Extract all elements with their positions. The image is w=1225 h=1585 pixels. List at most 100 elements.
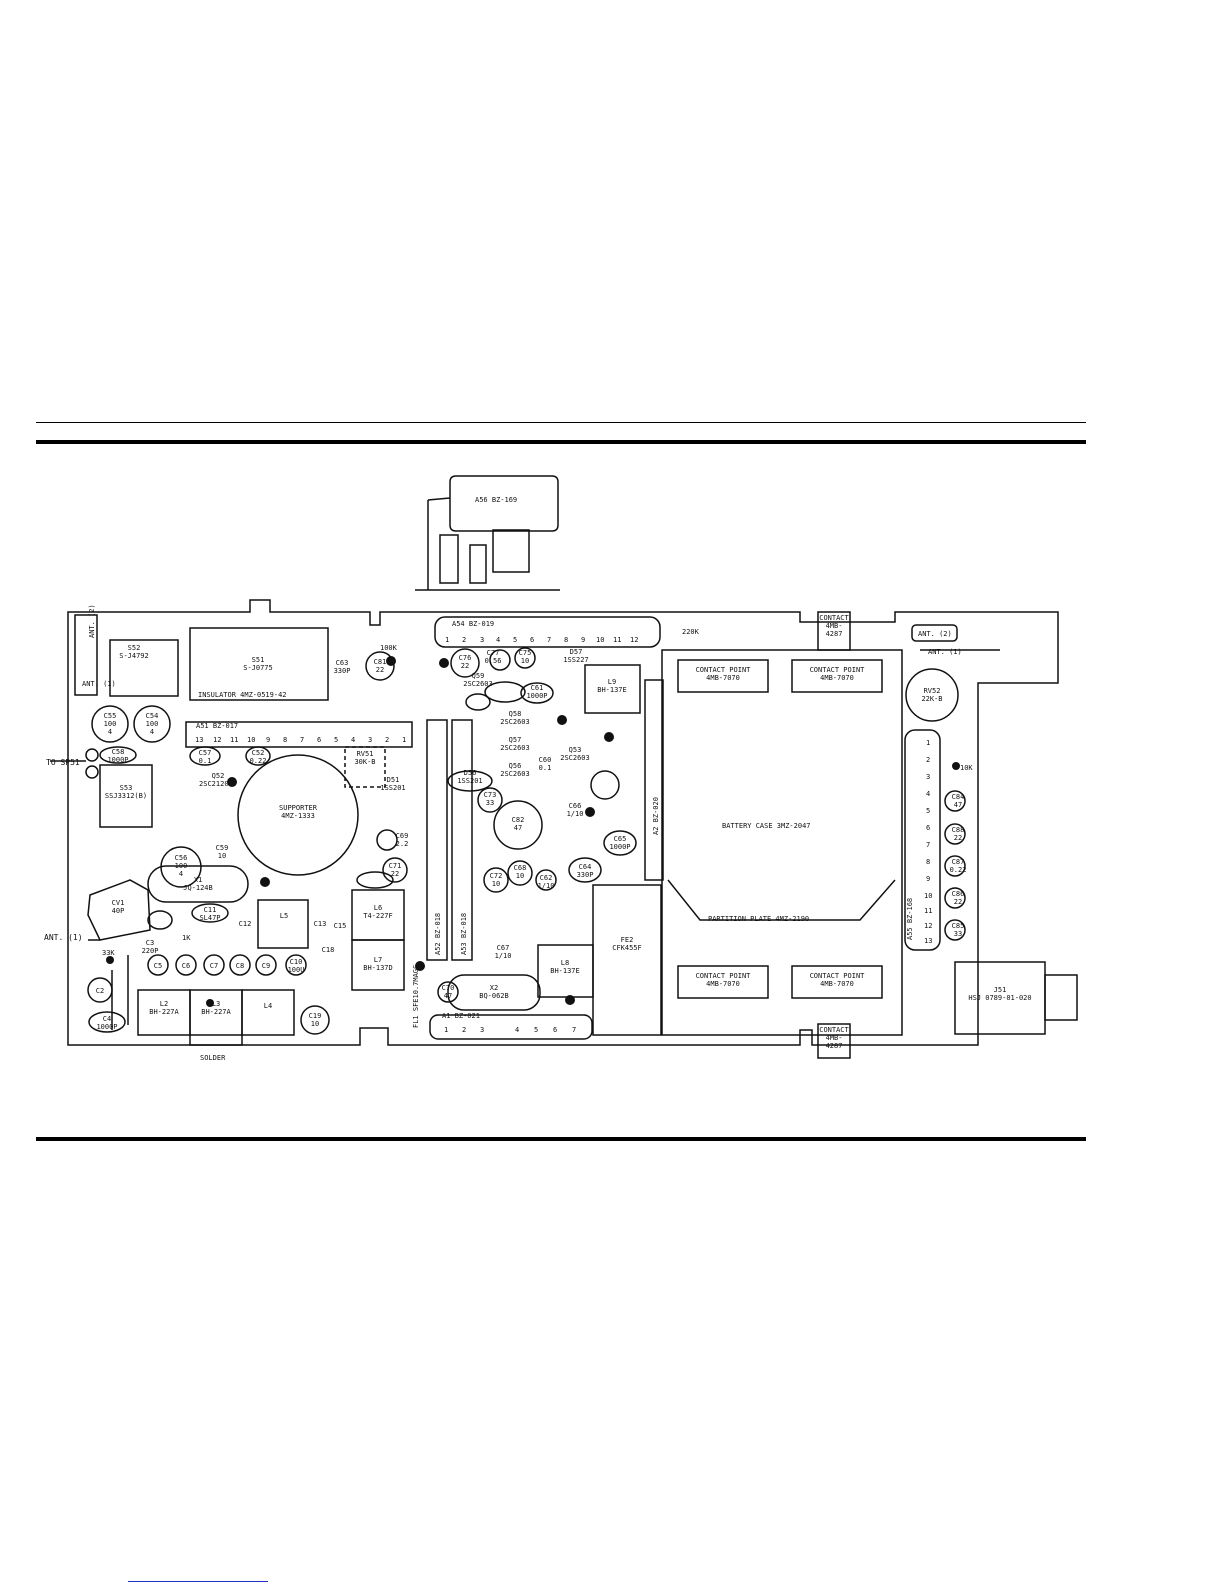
label-line: 1000P	[526, 692, 547, 700]
a54-pin-8: 8	[564, 636, 568, 644]
label-line: L4	[264, 1002, 272, 1010]
label-line: CONTACT POINT	[696, 666, 752, 674]
label-line: Q53	[569, 746, 582, 754]
label-line: C8	[236, 962, 244, 970]
label-line: 0.22	[250, 757, 267, 765]
a53-label: A53 BZ-018	[460, 913, 468, 955]
label-line: T4-227F	[363, 912, 393, 920]
a55-pin-3: 3	[926, 773, 930, 781]
ant1-left-bottom-label: ANT. (1)	[44, 933, 83, 942]
l5-label: L5	[280, 912, 288, 920]
a1-pin-3: 3	[480, 1026, 484, 1034]
label-line: 220P	[142, 947, 159, 955]
label-line: C65	[614, 835, 627, 843]
label-line: C61	[531, 684, 544, 692]
label-line: 2SC2603	[500, 718, 530, 726]
fl1-label: FL1 SFE10.7MAGC	[412, 965, 420, 1028]
label-line: C64	[579, 863, 592, 871]
contact-top	[817, 611, 851, 651]
label-line: BH-227A	[201, 1008, 231, 1016]
label-line: C5	[154, 962, 162, 970]
a55-pin-4: 4	[926, 790, 930, 798]
label-line: BH-227A	[149, 1008, 179, 1016]
fe2-filter	[592, 884, 662, 1036]
label-line: C11	[204, 906, 217, 914]
label-line: 2SC2603	[500, 770, 530, 778]
label-line: 2SC2603	[463, 680, 493, 688]
battery-case	[661, 649, 903, 1036]
label-line: C70	[442, 984, 455, 992]
ant1-right-label: ANT. (1)	[928, 648, 962, 656]
label-line: BH-137E	[550, 967, 580, 975]
a55-pin-10: 10	[924, 892, 932, 900]
label-line: CONTACT	[819, 1026, 849, 1034]
label-line: 4287	[826, 1042, 843, 1050]
a1-pin-6: 6	[553, 1026, 557, 1034]
label-line: 0.22	[950, 866, 967, 874]
label-line: C3	[146, 939, 154, 947]
a51-label: A51 BZ-017	[196, 722, 238, 730]
label-line: 1/10	[538, 882, 555, 890]
a55-pin-1: 1	[926, 739, 930, 747]
a51-pin-5: 5	[334, 736, 338, 744]
label-line: L6	[374, 904, 382, 912]
rv51-area	[344, 746, 386, 788]
l7-coil	[351, 939, 405, 991]
label-line: C58	[112, 748, 125, 756]
label-line: S53	[120, 784, 133, 792]
a1-pin-2: 2	[462, 1026, 466, 1034]
label-line: Q56	[509, 762, 522, 770]
label-line: C6	[182, 962, 190, 970]
label-line: 4MB-	[826, 1034, 843, 1042]
label-line: 2SC2603	[500, 744, 530, 752]
a51-pin-11: 11	[230, 736, 238, 744]
label-line: S52	[128, 644, 141, 652]
page-link-underline[interactable]	[128, 1581, 268, 1582]
label-line: L9	[608, 678, 616, 686]
label-line: S51	[252, 656, 265, 664]
label-line: 1/10	[495, 952, 512, 960]
label-line: CONTACT POINT	[810, 972, 866, 980]
a55-strip	[904, 729, 941, 951]
label-line: 47	[444, 992, 452, 1000]
label-line: 4MB-7070	[706, 674, 740, 682]
label-line: C72	[490, 872, 503, 880]
label-line: C55	[104, 712, 117, 720]
r-100k-label: 100K	[380, 644, 398, 652]
label-line: C87	[952, 858, 965, 866]
label-line: 100	[175, 862, 188, 870]
bottom-thick-rule	[36, 1137, 1086, 1141]
label-line: C54	[146, 712, 159, 720]
label-line: C57	[199, 749, 212, 757]
label-line: 4MB-	[826, 622, 843, 630]
label-line: C62	[540, 874, 553, 882]
label-line: 10	[492, 880, 500, 888]
top-thin-rule	[36, 422, 1086, 423]
l5-coil	[257, 899, 309, 949]
a51-pin-13: 13	[195, 736, 203, 744]
label-line: L7	[374, 956, 382, 964]
a51-pin-9: 9	[266, 736, 270, 744]
label-line: SSJ3312(B)	[105, 792, 147, 800]
r-33k-label: 33K	[102, 949, 115, 957]
a51-pin-2: 2	[385, 736, 389, 744]
